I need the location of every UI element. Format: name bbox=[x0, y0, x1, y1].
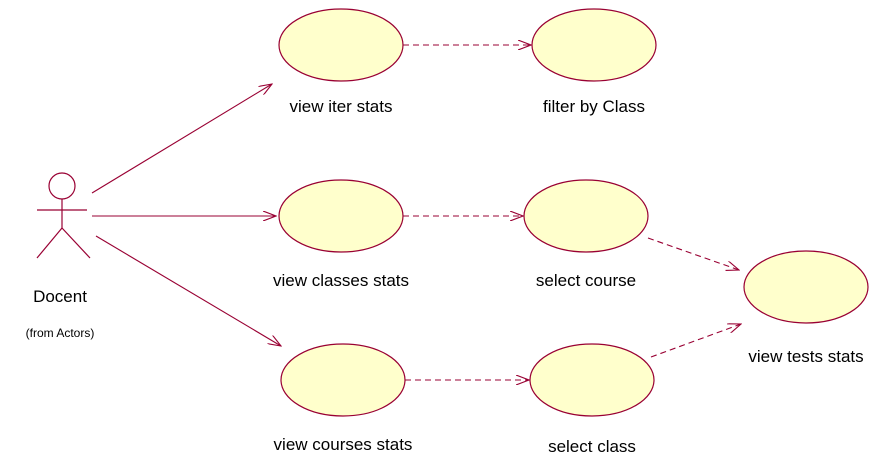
use-case-select-class[interactable]: select class bbox=[529, 343, 655, 456]
use-case-view-courses-stats[interactable]: view courses stats bbox=[274, 343, 413, 454]
use-case-ellipse bbox=[531, 8, 657, 82]
actor-head bbox=[48, 172, 76, 200]
dependency-select-course-to-tests bbox=[647, 237, 739, 270]
use-case-ellipse bbox=[529, 343, 655, 417]
actor-name: Docent bbox=[33, 287, 87, 306]
actor-package-note: (from Actors) bbox=[26, 326, 95, 340]
use-case-ellipse bbox=[743, 250, 869, 324]
use-case-filter-by-class[interactable]: filter by Class bbox=[531, 8, 657, 116]
use-case-label: filter by Class bbox=[543, 97, 645, 116]
use-case-ellipse bbox=[280, 343, 406, 417]
use-case-label: select class bbox=[548, 437, 636, 456]
use-case-view-classes-stats[interactable]: view classes stats bbox=[273, 179, 409, 290]
use-case-view-tests-stats[interactable]: view tests stats bbox=[743, 250, 869, 366]
use-case-label: select course bbox=[536, 271, 636, 290]
use-case-ellipse bbox=[278, 179, 404, 253]
association-view-courses-stats bbox=[95, 235, 281, 346]
use-case-view-iter-stats[interactable]: view iter stats bbox=[278, 8, 404, 116]
association-view-iter-stats bbox=[91, 84, 272, 194]
use-case-label: view iter stats bbox=[290, 97, 393, 116]
use-case-label: view classes stats bbox=[273, 271, 409, 290]
use-case-ellipse bbox=[523, 179, 649, 253]
dependency-select-class-to-tests bbox=[650, 324, 741, 358]
actor-left-leg bbox=[36, 227, 63, 259]
actor-right-leg bbox=[61, 227, 91, 259]
use-case-label: view courses stats bbox=[274, 435, 413, 454]
use-case-label: view tests stats bbox=[748, 347, 863, 366]
actor-docent[interactable] bbox=[36, 172, 91, 259]
use-case-select-course[interactable]: select course bbox=[523, 179, 649, 290]
use-case-ellipse bbox=[278, 8, 404, 82]
